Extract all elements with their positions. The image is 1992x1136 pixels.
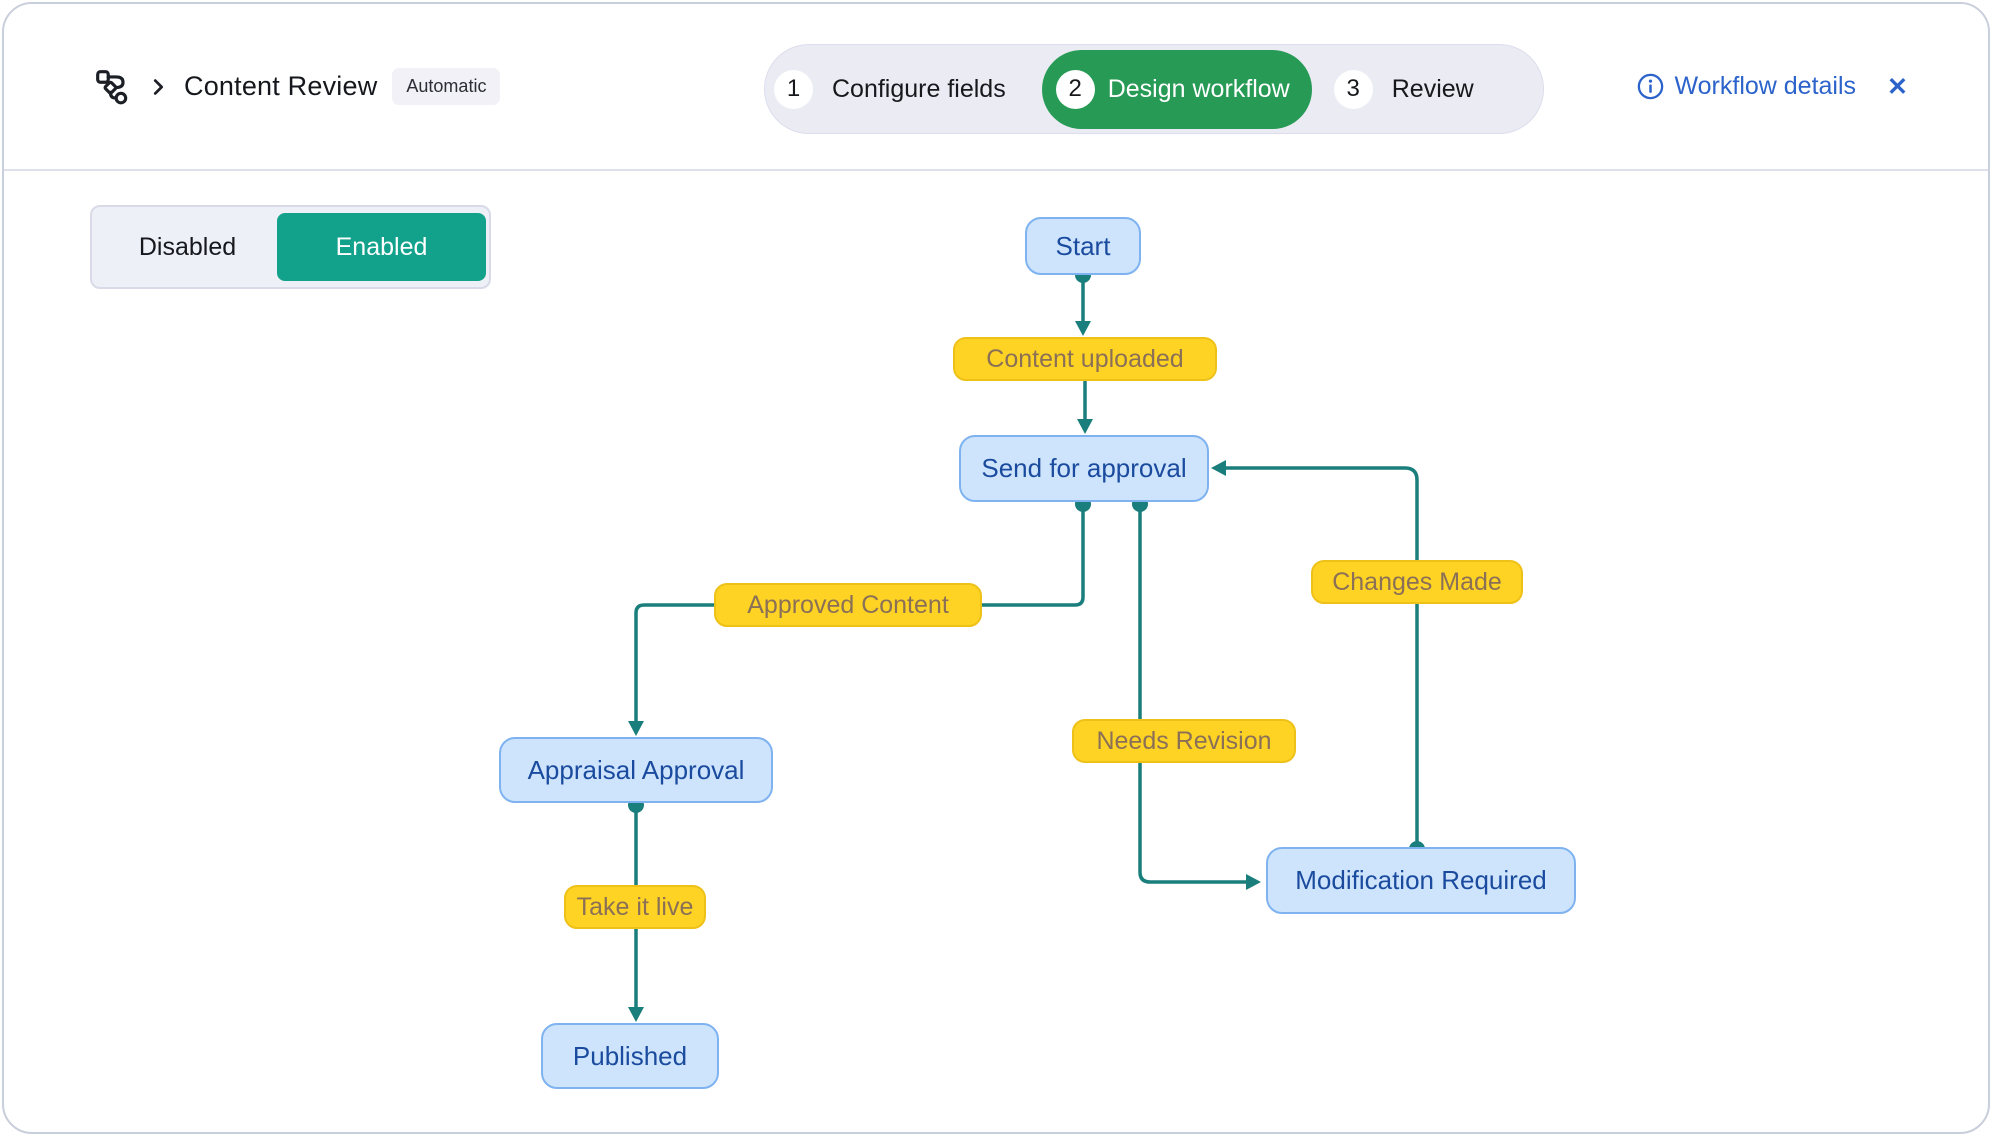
step-configure-fields[interactable]: 1 Configure fields [774, 69, 1024, 109]
toggle-disabled-button[interactable]: Disabled [138, 232, 237, 261]
step-design-workflow[interactable]: 2 Design workflow [1041, 49, 1312, 129]
header-actions: Workflow details ✕ [1637, 4, 1908, 169]
step-number: 3 [1333, 69, 1373, 109]
enable-toggle: Disabled Enabled [90, 205, 491, 289]
info-icon [1637, 73, 1664, 100]
node-modification-required[interactable]: Modification Required [1266, 847, 1576, 914]
edge-label-approved-content[interactable]: Approved Content [714, 583, 982, 627]
page-title[interactable]: Content Review [184, 71, 378, 101]
node-send-for-approval[interactable]: Send for approval [959, 435, 1209, 502]
step-label: Configure fields [832, 74, 1006, 103]
edge-label-changes-made[interactable]: Changes Made [1311, 560, 1523, 604]
edge-label-content-uploaded[interactable]: Content uploaded [953, 337, 1217, 381]
edge-label-take-it-live[interactable]: Take it live [564, 885, 706, 929]
edge-label-needs-revision[interactable]: Needs Revision [1072, 719, 1296, 763]
step-number: 2 [1055, 69, 1095, 109]
wizard-stepper: 1 Configure fields 2 Design workflow 3 R… [764, 44, 1544, 134]
design-canvas[interactable] [4, 171, 1988, 1132]
node-start[interactable]: Start [1025, 217, 1141, 275]
mode-badge: Automatic [392, 68, 501, 105]
step-review[interactable]: 3 Review [1330, 69, 1492, 109]
chevron-right-icon [147, 76, 169, 98]
step-label: Design workflow [1107, 74, 1290, 103]
workflow-details-link[interactable]: Workflow details [1674, 72, 1857, 100]
close-icon[interactable]: ✕ [1887, 72, 1908, 101]
step-number: 1 [774, 69, 813, 109]
header-bar: Content Review Automatic 1 Configure fie… [4, 4, 1988, 171]
breadcrumb: Content Review Automatic [94, 4, 501, 169]
node-appraisal-approval[interactable]: Appraisal Approval [499, 737, 773, 803]
toggle-enabled-button[interactable]: Enabled [277, 213, 486, 281]
node-published[interactable]: Published [541, 1023, 719, 1089]
workflow-icon [94, 68, 132, 106]
workflow-edges [628, 267, 1425, 1022]
step-label: Review [1391, 74, 1474, 103]
